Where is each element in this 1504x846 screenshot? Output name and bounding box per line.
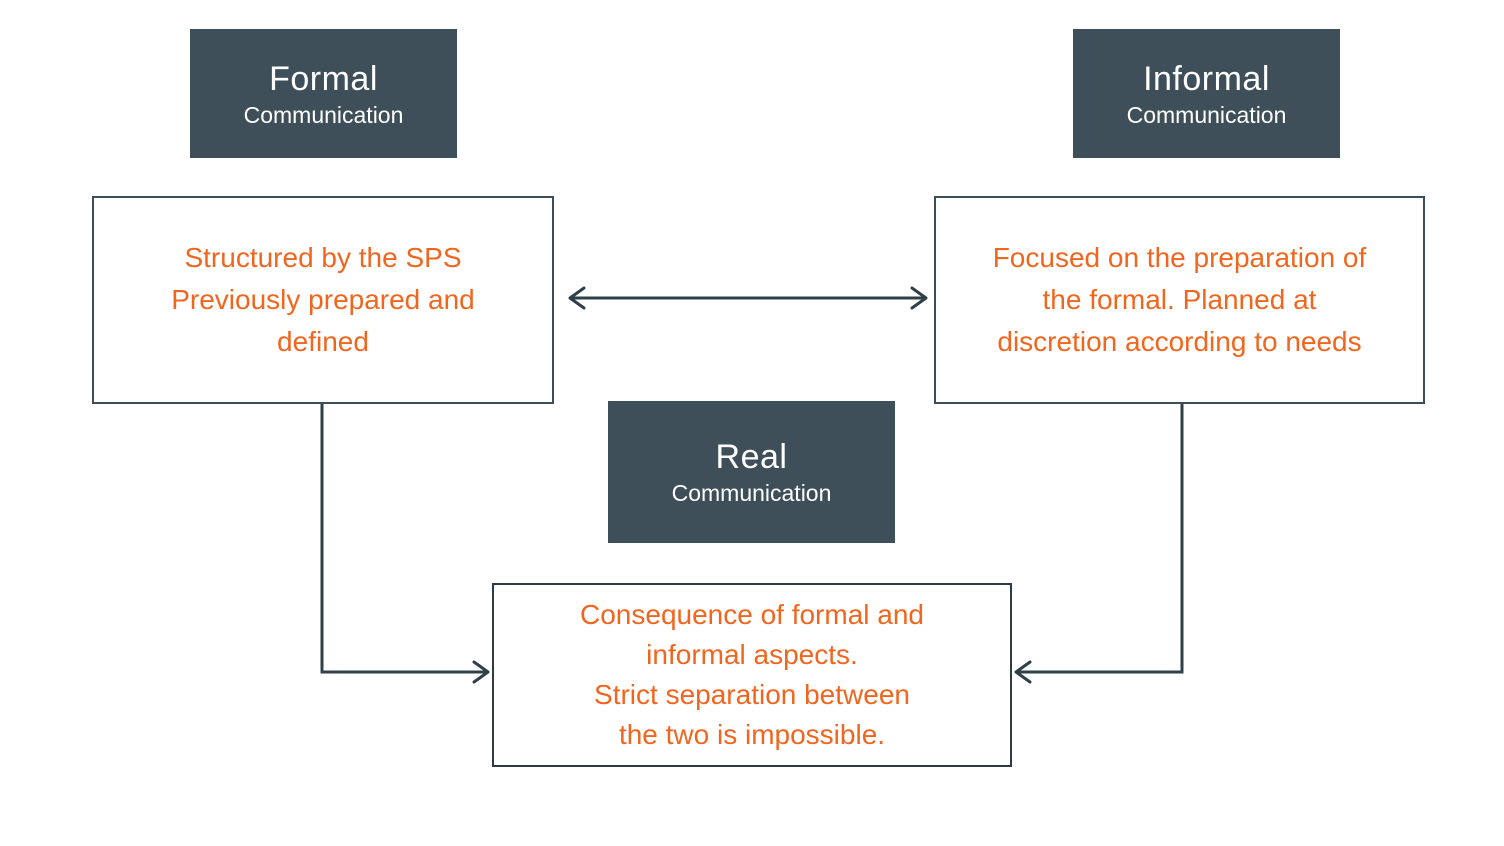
formal-to-consequence-arrow-icon (320, 403, 490, 684)
informal-communication-node: Informal Communication (1073, 29, 1340, 158)
formal-detail-node: Structured by the SPS Previously prepare… (92, 196, 554, 404)
real-communication-node: Real Communication (608, 401, 895, 543)
informal-node-subtitle: Communication (1126, 101, 1287, 128)
formal-informal-double-arrow-icon (568, 286, 928, 310)
formal-node-title: Formal (269, 59, 378, 98)
formal-communication-node: Formal Communication (190, 29, 457, 158)
informal-to-consequence-arrow-icon (1014, 403, 1184, 684)
formal-node-subtitle: Communication (243, 101, 404, 128)
consequence-node: Consequence of formal and informal aspec… (492, 583, 1012, 767)
real-node-title: Real (715, 438, 788, 476)
informal-node-title: Informal (1143, 59, 1270, 98)
consequence-text: Consequence of formal and informal aspec… (580, 599, 924, 750)
informal-detail-node: Focused on the preparation of the formal… (934, 196, 1425, 404)
informal-detail-text: Focused on the preparation of the formal… (992, 242, 1367, 357)
formal-detail-text: Structured by the SPS Previously prepare… (171, 242, 475, 357)
real-node-subtitle: Communication (671, 480, 832, 506)
